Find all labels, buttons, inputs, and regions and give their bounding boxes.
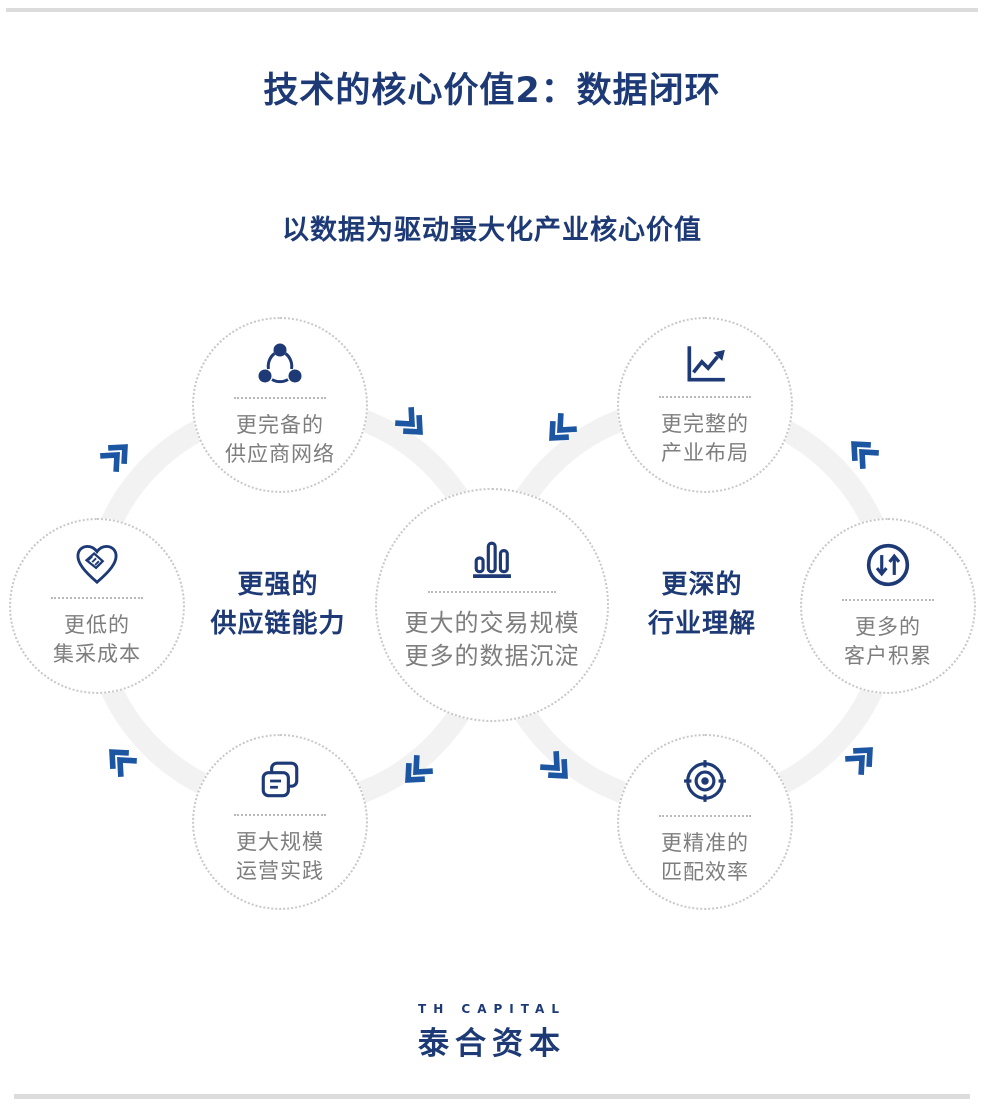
bar-chart-icon <box>470 538 514 579</box>
node-label-line2: 运营实践 <box>236 858 324 883</box>
left-loop-label-line2: 供应链能力 <box>210 609 346 639</box>
flow-arrow-down-left-icon <box>537 407 582 452</box>
node-label-line2: 集采成本 <box>53 641 141 666</box>
documents-icon <box>257 759 303 803</box>
right-loop-label-line2: 行业理解 <box>647 609 756 639</box>
node-label-line1: 更完整的 <box>661 412 749 437</box>
flow-arrow-up-left-icon <box>97 737 142 782</box>
bottom-divider <box>14 1094 970 1099</box>
node-label-line2: 匹配效率 <box>661 859 749 884</box>
top-divider <box>6 8 978 12</box>
node-label-line2: 产业布局 <box>661 440 749 465</box>
node-label-line2: 客户积累 <box>844 643 932 668</box>
brand-logo: TH CAPITAL 泰合资本 <box>0 1002 984 1063</box>
left-loop-label-line1: 更强的 <box>237 570 319 600</box>
node-customer-accumulation: 更多的 客户积累 <box>800 518 976 694</box>
node-label-line1: 更完备的 <box>236 413 324 438</box>
brand-name-cn: 泰合资本 <box>418 1026 566 1062</box>
node-divider <box>842 599 934 602</box>
left-loop-label: 更强的 供应链能力 <box>168 566 388 644</box>
flow-arrow-down-right-icon <box>389 401 434 446</box>
node-divider <box>234 814 326 817</box>
node-divider <box>51 597 143 600</box>
flow-arrow-up-left-icon <box>839 429 884 474</box>
node-divider <box>428 591 556 594</box>
right-loop-label: 更深的 行业理解 <box>592 566 812 644</box>
node-industry-layout: 更完整的 产业布局 <box>617 317 793 493</box>
flow-arrow-down-right-icon <box>534 745 579 790</box>
node-transaction-scale: 更大的交易规模 更多的数据沉淀 <box>375 488 609 722</box>
brand-name-en: TH CAPITAL <box>418 1002 566 1016</box>
center-label-line1: 更大的交易规模 <box>404 609 580 638</box>
target-icon <box>682 758 728 804</box>
node-operations-practice: 更大规模 运营实践 <box>192 734 368 910</box>
node-divider <box>659 815 751 818</box>
node-label-line1: 更大规模 <box>236 830 324 855</box>
flow-arrow-up-right-icon <box>839 735 884 780</box>
subtitle: 以数据为驱动最大化产业核心价值 <box>282 215 702 246</box>
arrows-updown-icon <box>865 542 911 588</box>
network-icon <box>256 342 304 386</box>
page-title: 技术的核心价值2：数据闭环 <box>263 71 721 111</box>
node-divider <box>234 397 326 400</box>
flow-arrow-down-left-icon <box>393 749 438 794</box>
handshake-heart-icon <box>74 544 120 586</box>
node-label-line1: 更精准的 <box>661 831 749 856</box>
node-label-line1: 更多的 <box>855 615 921 640</box>
flow-arrow-up-right-icon <box>94 432 139 477</box>
node-matching-efficiency: 更精准的 匹配效率 <box>617 734 793 910</box>
node-supplier-network: 更完备的 供应商网络 <box>192 317 368 493</box>
node-label-line1: 更低的 <box>64 613 130 638</box>
trend-chart-icon <box>682 343 728 385</box>
node-procurement-cost: 更低的 集采成本 <box>9 518 185 694</box>
node-divider <box>659 396 751 399</box>
center-label-line2: 更多的数据沉淀 <box>404 641 580 670</box>
right-loop-label-line1: 更深的 <box>661 570 743 600</box>
node-label-line2: 供应商网络 <box>225 441 335 466</box>
